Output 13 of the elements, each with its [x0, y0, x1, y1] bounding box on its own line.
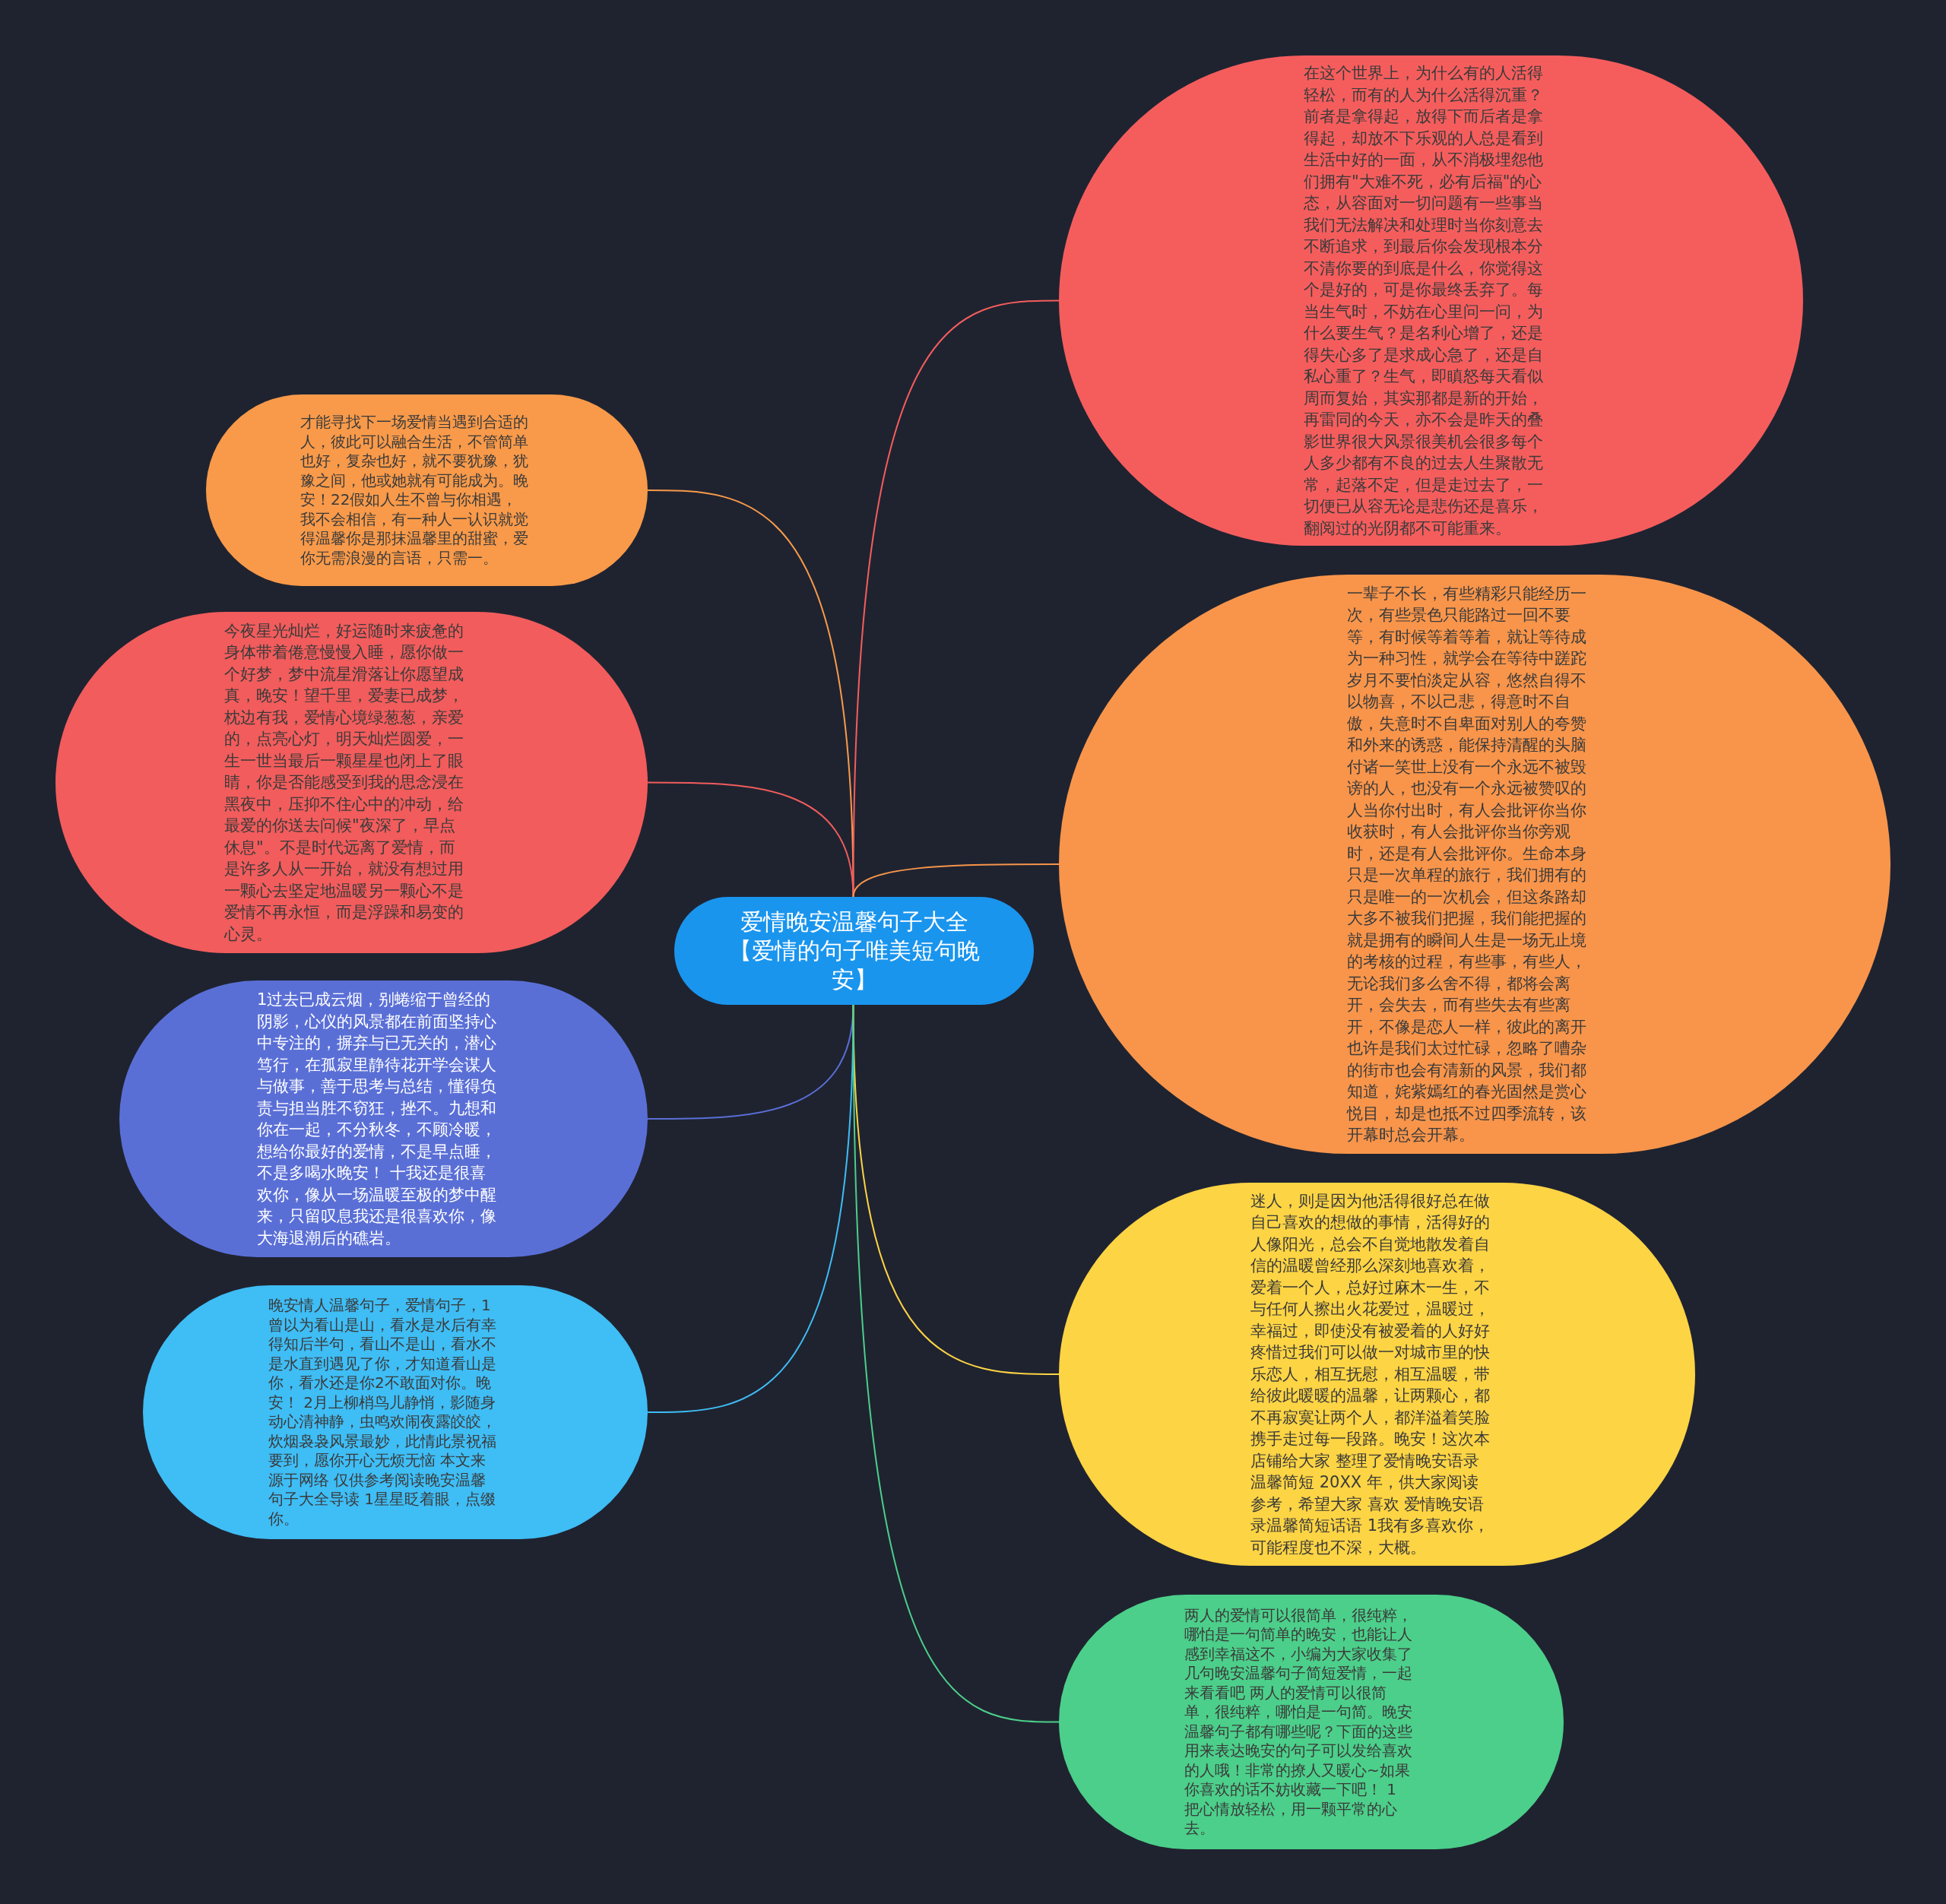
connector-curve: [852, 1004, 1060, 1723]
topic-text: 才能寻找下一场爱情当遇到合适的人，彼此可以融合生活，不管简单也好，复杂也好，就不要犹豫，犹豫之间，他或她就有可能成为。晚安！22假如人生不曾与你相遇，我不会相信，有一种人一认识就觉得温馨你是那抹温馨里的甜蜜，爱你无需浪漫的言语，只需一。: [300, 413, 529, 568]
topic-text: 今夜星光灿烂，好运随时来疲惫的身体带着倦意慢慢入睡，愿你做一个好梦，梦中流星滑落让你愿望成真，晚安！望千里，爱妻已成梦，枕边有我，爱情心境绿葱葱，亲爱的，点亮心灯，明天灿烂圆爱，一生一世当最后一颗星星也闭上了眼睛，你是否能感受到我的思念浸在黑夜中，压抑不住心中的冲动，给最爱的你送去问候"夜深了，早点休息"。不是时代远离了爱情，而是许多人从一开始，就没有想过用一颗心去坚定地温暖另一颗心不是爱情不再永恒，而是浮躁和易变的心灵。: [224, 620, 464, 945]
central-title: 爱情晚安温馨句子大全【爱情的句子唯美短句晚安】: [727, 908, 981, 994]
topic-text: 晚安情人温馨句子，爱情句子，1曾以为看山是山，看水是水后有幸得知后半句，看山不是山，看水不是水直到遇见了你，才知道看山是你，看水还是你2不敢面对你。晚安！ 2月上柳梢鸟儿静悄，影随身动心清神静，虫鸣欢闹夜露皎皎，炊烟袅袅风景最妙，此情此景祝福要到，愿你开心无烦无恼 本文来源于网络 仅供参考阅读晚安温馨句子大全导读 1星星眨着眼，点缀你。: [268, 1296, 497, 1529]
topic-text: 迷人，则是因为他活得很好总在做自己喜欢的想做的事情，活得好的人像阳光，总会不自觉地散发着自信的温暖曾经那么深刻地喜欢着，爱着一个人，总好过麻木一生，不与任何人擦出火花爱过，温暖过，幸福过，即使没有被爱着的人好好疼惜过我们可以做一对城市里的快乐恋人，相互抚慰，相互温暖，带给彼此暖暖的温馨，让两颗心，都不再寂寞让两个人，都洋溢着笑脸携手走过每一段路。晚安！这次本店铺给大家 整理了爱情晚安语录温馨简短 20XX 年，供大家阅读参考，希望大家 喜欢 爱情晚安语录温馨简短话语 1我有多喜欢你，可能程度也不深，大概。: [1250, 1190, 1491, 1558]
topic-text: 1过去已成云烟，别蜷缩于曾经的阴影，心仪的风景都在前面坚持心中专注的，摒弃与已无关的，潜心笃行，在孤寂里静待花开学会谋人与做事，善于思考与总结，懂得负责与担当胜不窃狂，挫不。九想和你在一起，不分秋冬，不顾冷暖，想给你最好的爱情，不是早点睡，不是多喝水晚安！ 十我还是很喜欢你，像从一场温暖至极的梦中醒来，只留叹息我还是很喜欢你，像大海退潮后的礁岩。: [257, 990, 497, 1249]
connector-curve: [647, 1004, 854, 1413]
topic-text: 两人的爱情可以很简单，很纯粹，哪怕是一句简单的晚安，也能让人感到幸福这不，小编为大家收集了几句晚安温馨句子简短爱情，一起来看看吧 两人的爱情可以很简单，很纯粹，哪怕是一句简。晚安温馨句子都有哪些呢？下面的这些用来表达晚安的句子可以发给喜欢的人哦！非常的撩人又暖心~如果你喜欢的话不妨收藏一下吧！ 1 把心情放轻松，用一颗平常的心去。: [1184, 1605, 1413, 1839]
topic-text: 在这个世界上，为什么有的人活得轻松，而有的人为什么活得沉重？前者是拿得起，放得下而后者是拿得起，却放不下乐观的人总是看到生活中好的一面，从不消极埋怨他们拥有"大难不死，必有后福"的心态，从容面对一切问题有一些事当我们无法解决和处理时当你刻意去不断追求，到最后你会发现根本分不清你要的到底是什么，你觉得这个是好的，可是你最终丢弃了。每当生气时，不妨在心里问一问，为什么要生气？是名利心增了，还是得失心多了是求成心急了，还是自私心重了？生气，即瞋怒每天看似周而复始，其实那都是新的开始，再雷同的今天，亦不会是昨天的叠影世界很大风景很美机会很多每个人多少都有不良的过去人生聚散无常，起落不定，但是走过去了，一切便已从容无论是悲伤还是喜乐，翻阅过的光阴都不可能重来。: [1304, 63, 1544, 539]
connector-curve: [852, 863, 1060, 898]
connector-curve: [852, 299, 1060, 898]
topic-text: 一辈子不长，有些精彩只能经历一次，有些景色只能路过一回不要等，有时候等着等着，就让等待成为一种习性，就学会在等待中蹉跎岁月不要怕淡定从容，悠然自得不以物喜，不以己悲，得意时不自傲，失意时不自卑面对别人的夸赞和外来的诱惑，能保持清醒的头脑付诸一笑世上没有一个永远不被毁谤的人，也没有一个永远被赞叹的人当你付出时，有人会批评你当你收获时，有人会批评你当你旁观时，还是有人会批评你。生命本身只是一次单程的旅行，我们拥有的只是唯一的一次机会，但这条路却大多不被我们把握，我们能把握的就是拥有的瞬间人生是一场无止境的考核的过程，有些事，有些人，无论我们多么舍不得，都将会离开，会失去，而有些失去有些离开，不像是恋人一样，彼此的离开也许是我们太过忙碌，忽略了嘈杂的街市也会有清新的风景，我们都知道，姹紫嫣红的春光固然是赏心悦目，却是也抵不过四季流转，该开幕时总会开幕。: [1347, 583, 1587, 1145]
